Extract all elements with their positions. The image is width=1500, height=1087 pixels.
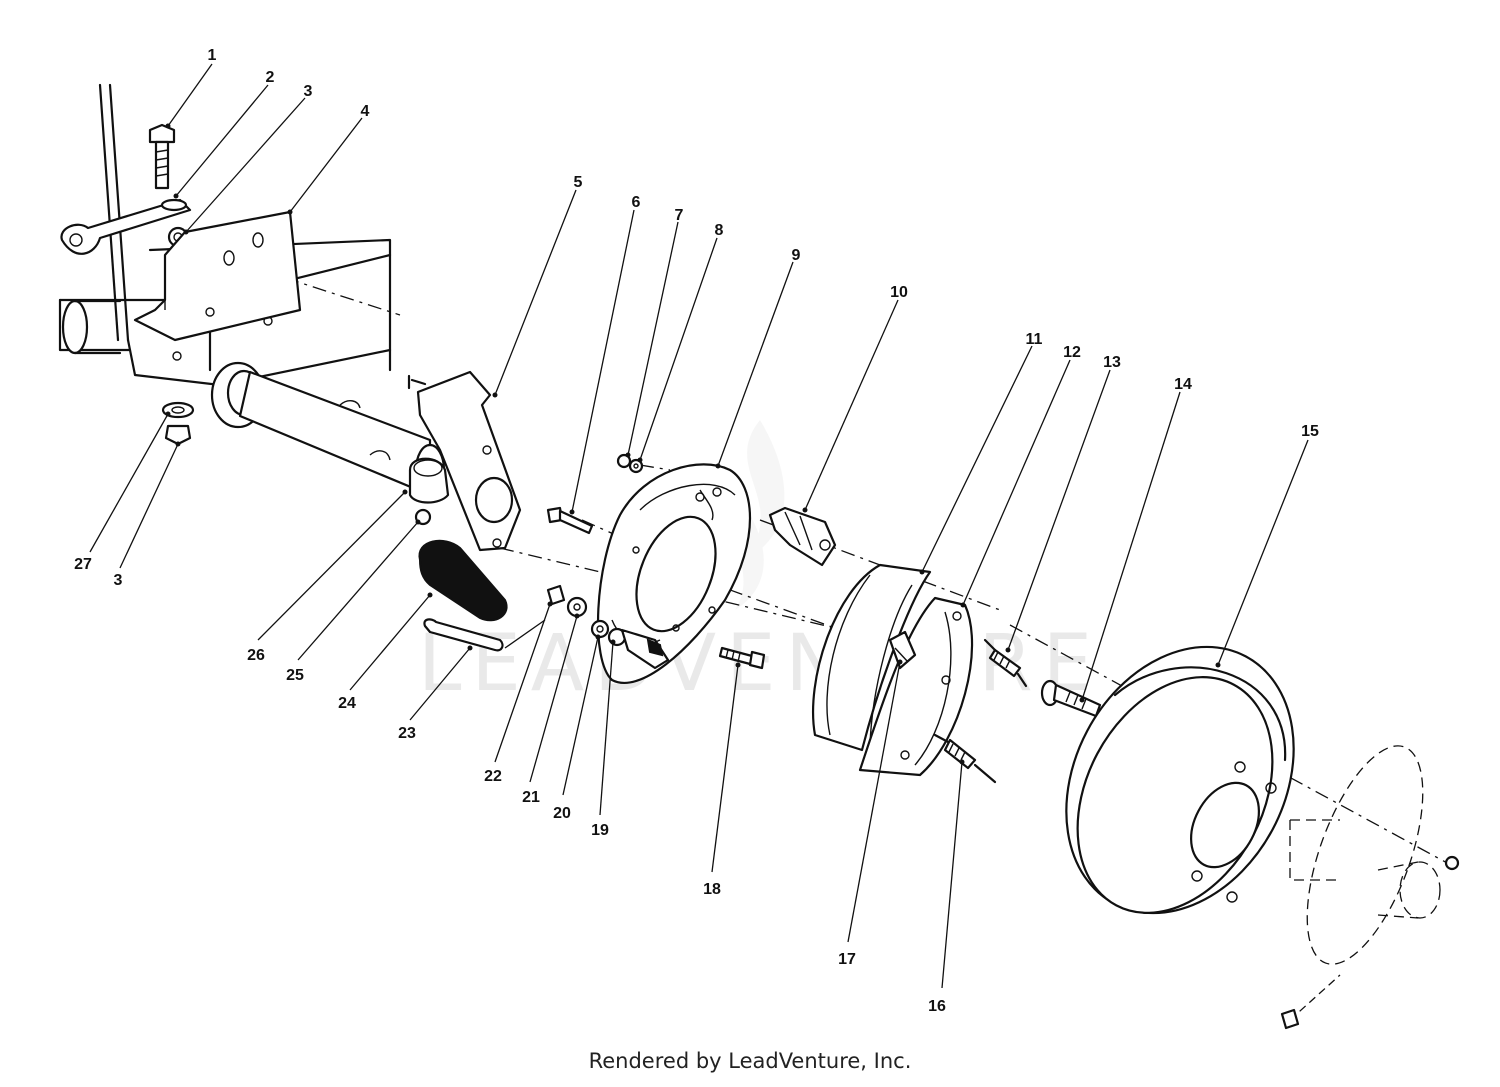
callout-3: 3 <box>304 83 313 100</box>
callout-22: 22 <box>484 768 502 785</box>
part-3-nut-lower <box>164 424 192 446</box>
part-24-brake-pad <box>418 539 508 622</box>
callout-1: 1 <box>208 47 217 64</box>
callout-2: 2 <box>266 69 275 86</box>
part-21-nut <box>566 596 588 618</box>
part-23-cotter-pin <box>423 618 546 652</box>
part-2-brake-arm <box>60 198 192 255</box>
axle-shaft <box>210 361 446 497</box>
part-27-lock-washer <box>161 401 195 419</box>
callout-14: 14 <box>1174 376 1192 393</box>
callout-15: 15 <box>1301 423 1319 440</box>
part-11-brake-shoe <box>811 563 932 752</box>
part-19-cam-lever <box>607 627 670 670</box>
part-4-mounting-bracket <box>133 210 302 342</box>
callout-5: 5 <box>574 174 583 191</box>
part-8-washer <box>628 458 644 474</box>
callout-25: 25 <box>286 667 304 684</box>
callout-6: 6 <box>632 194 641 211</box>
callout-11: 11 <box>1026 331 1043 348</box>
callout-10: 10 <box>890 284 908 301</box>
part-6-bolt <box>546 506 594 535</box>
part-17-retainer-clip <box>888 630 917 670</box>
part-15-brake-drum <box>1065 645 1295 915</box>
part-26-spacer <box>408 457 450 504</box>
part-20-washer <box>590 619 610 639</box>
callout-12: 12 <box>1063 344 1081 361</box>
part-9-backing-plate <box>596 463 751 684</box>
callout-8: 8 <box>715 222 724 239</box>
callout-18: 18 <box>703 881 721 898</box>
part-5-brake-bracket <box>407 370 522 552</box>
callout-labels: 1 2 3 4 5 6 7 8 9 10 11 12 13 14 15 16 1… <box>74 47 1319 1015</box>
part-16-spring <box>933 733 997 784</box>
callout-27: 27 <box>74 556 92 573</box>
callout-3-lower: 3 <box>114 572 123 589</box>
callout-13: 13 <box>1103 354 1121 371</box>
footer-credit: Rendered by LeadVenture, Inc. <box>588 1049 912 1073</box>
callout-4: 4 <box>361 103 370 120</box>
callout-26: 26 <box>247 647 265 664</box>
callout-23: 23 <box>398 725 416 742</box>
part-22-bolt <box>546 584 566 606</box>
callout-7: 7 <box>675 207 684 224</box>
part-1-bolt <box>148 123 176 190</box>
callout-21: 21 <box>522 789 540 806</box>
callout-20: 20 <box>553 805 571 822</box>
callout-24: 24 <box>338 695 356 712</box>
part-13-spring <box>983 638 1028 688</box>
callout-16: 16 <box>928 998 946 1015</box>
callout-leader-lines <box>89 63 1309 989</box>
part-18-bolt <box>718 646 766 670</box>
part-7-nut <box>616 453 632 469</box>
part-10-adjuster <box>768 506 837 567</box>
callout-9: 9 <box>792 247 801 264</box>
wheel-hub-phantom <box>1280 745 1460 1030</box>
callout-19: 19 <box>591 822 609 839</box>
callout-17: 17 <box>838 951 856 968</box>
